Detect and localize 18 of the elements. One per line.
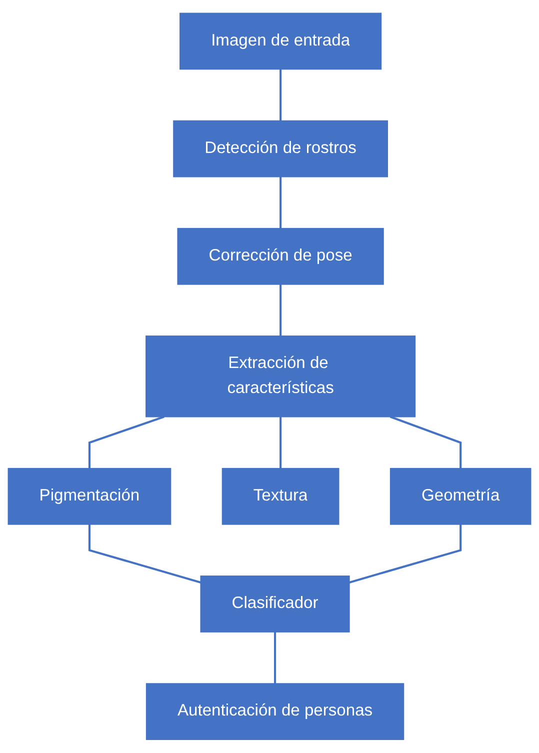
connector (88, 524, 202, 584)
node-box: Corrección de pose (177, 228, 384, 285)
connector (280, 69, 282, 121)
connector (280, 176, 282, 229)
node-box: Textura (222, 468, 340, 525)
node-box: Detección de rostros (173, 120, 388, 178)
connector (390, 416, 462, 469)
connector (280, 284, 282, 336)
connector (349, 524, 462, 584)
node-box: Geometría (390, 468, 532, 525)
node-box: Extracción de características (146, 336, 416, 418)
connector (274, 632, 276, 684)
node-box: Clasificador (200, 576, 350, 633)
connector (88, 416, 164, 469)
node-box: Imagen de entrada (180, 12, 382, 70)
node-box: Pigmentación (8, 468, 172, 525)
connector (280, 416, 282, 469)
node-box: Autenticación de personas (146, 683, 404, 740)
